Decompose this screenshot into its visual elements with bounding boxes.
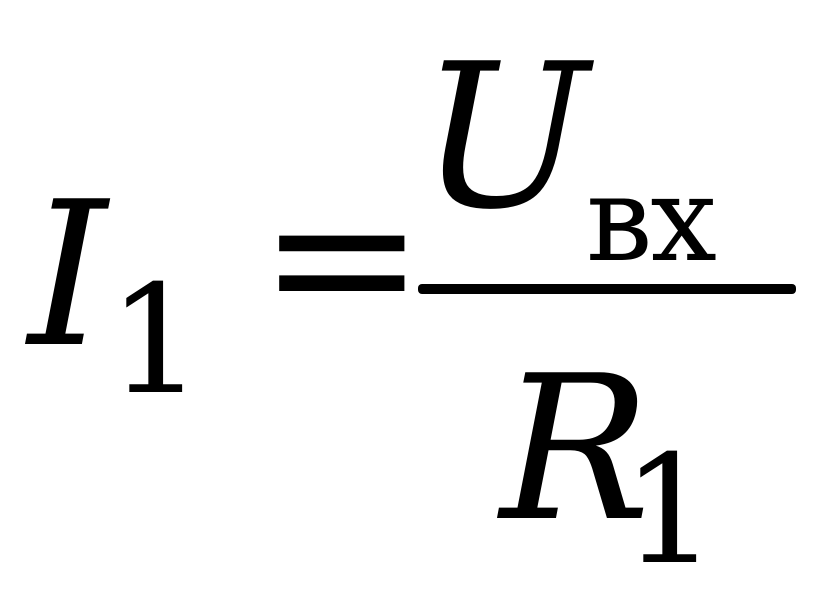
denominator-variable: R — [500, 333, 651, 566]
equals-sign: = — [258, 141, 426, 374]
lhs-subscript: 1 — [108, 254, 204, 428]
numerator-subscript: вх — [586, 150, 717, 288]
numerator-variable: U — [420, 21, 589, 254]
fraction-bar — [418, 284, 796, 294]
denominator-subscript: 1 — [622, 424, 718, 598]
lhs-variable: I — [28, 159, 108, 392]
